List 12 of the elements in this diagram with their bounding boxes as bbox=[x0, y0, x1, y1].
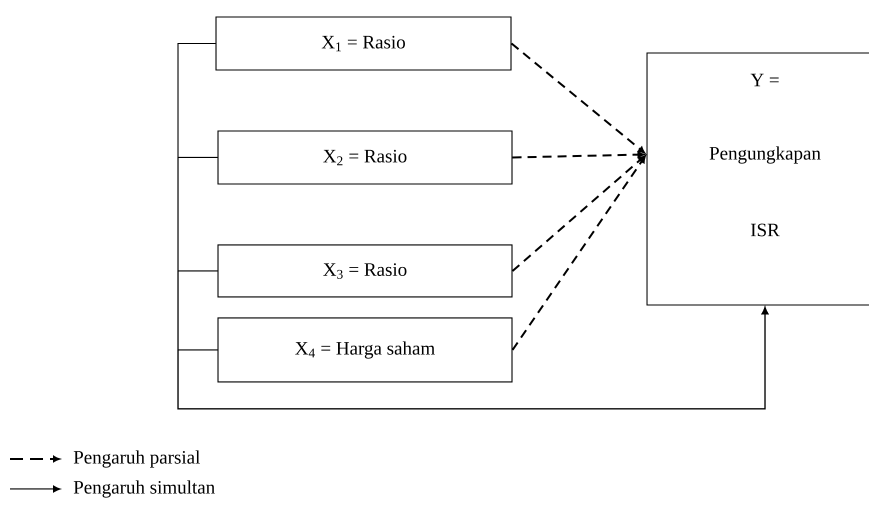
variable-box: X$_{3}$ = Rasio bbox=[217, 244, 513, 298]
variable-box: X$_{2}$ = Rasio bbox=[217, 130, 513, 185]
dashed-arrow bbox=[512, 156, 646, 351]
legend-text: Pengaruh parsial bbox=[74, 450, 200, 468]
variable-box: X$_{4}$ = Harga saham bbox=[217, 317, 513, 383]
dashed-arrow bbox=[512, 156, 645, 272]
variable-box: X$_{1}$ = Rasio bbox=[215, 16, 512, 71]
legend-text: Pengaruh simultan bbox=[74, 480, 215, 498]
dashed-arrow bbox=[510, 42, 645, 154]
dashed-arrow bbox=[512, 151, 644, 158]
variable-box: Y = Pengungkapan ISR bbox=[646, 52, 869, 306]
arrow bbox=[177, 306, 768, 410]
